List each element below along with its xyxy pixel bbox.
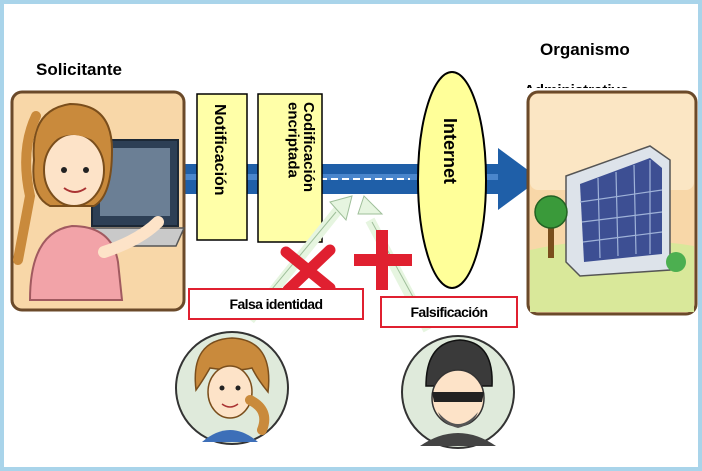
masked-thief-icon [401,335,515,449]
red-cross-icon [354,230,412,290]
notification-label: Notificación [210,104,228,196]
red-x-icon [280,244,336,296]
internet-label: Internet [439,118,460,185]
organism-label-clipped: Administrativo [524,78,629,88]
office-building-icon [526,90,698,316]
internet-cloud [417,71,487,289]
organism-label: Organismo [540,40,630,59]
applicant-label: Solicitante [36,60,122,79]
falsification-tag: Falsificación [380,296,518,328]
encryption-label: Codificación encriptada [284,102,317,193]
encryption-box [257,93,323,243]
notification-box [196,93,248,241]
applicant-icon [10,90,186,312]
impostor-face-icon [175,331,289,445]
false-identity-tag: Falsa identidad [188,288,364,320]
